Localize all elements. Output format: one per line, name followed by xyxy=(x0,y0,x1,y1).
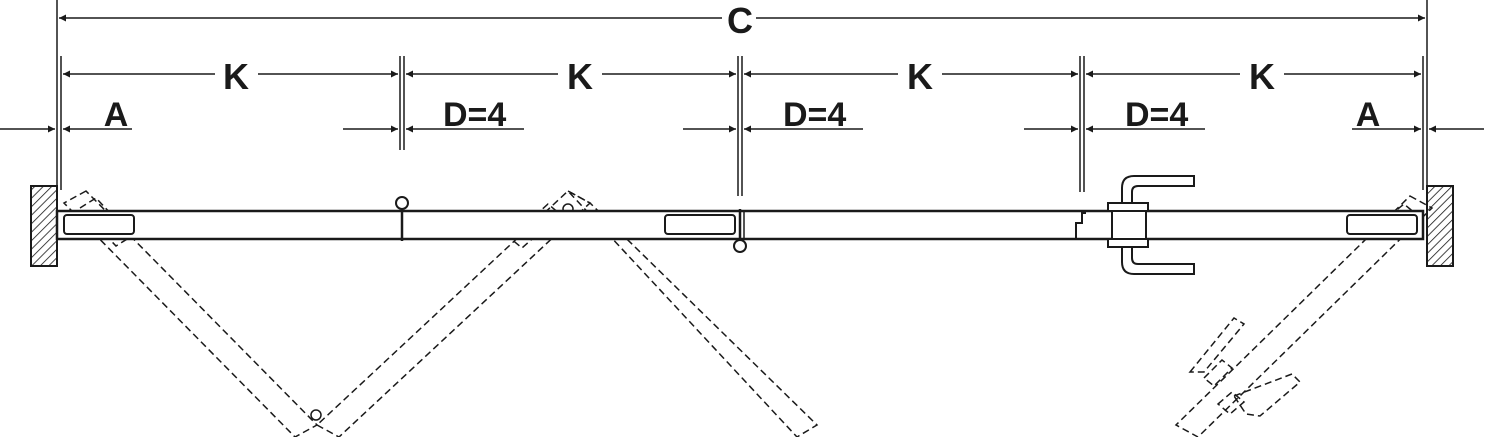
dimension-a-right: A xyxy=(1352,96,1484,134)
dimension-k-4: K xyxy=(1086,56,1421,97)
dimension-k-1: K xyxy=(63,56,398,97)
hinge-pin-top xyxy=(395,196,409,210)
dimension-k-3: K xyxy=(744,56,1078,97)
door-handle xyxy=(1107,175,1195,275)
dimension-k-2: K xyxy=(406,56,736,97)
hinge-pins xyxy=(395,196,747,253)
hinge-pin-bottom xyxy=(733,239,747,253)
label-panel-k-2: K xyxy=(567,56,593,97)
label-gap-d-1: D=4 xyxy=(443,96,506,134)
guide-fittings xyxy=(63,214,1418,235)
label-overall-c: C xyxy=(727,0,753,41)
dimension-d-2: D=4 xyxy=(683,96,863,134)
fitting-right xyxy=(1346,214,1418,235)
left-wall xyxy=(30,185,58,267)
label-panel-k-4: K xyxy=(1249,56,1275,97)
extension-lines xyxy=(56,0,1428,196)
label-panel-k-1: K xyxy=(223,56,249,97)
right-wall xyxy=(1426,185,1454,267)
dimension-a-left: A xyxy=(0,96,132,134)
panel-joints xyxy=(400,209,745,241)
rebate-joint xyxy=(1075,212,1086,239)
label-gap-d-2: D=4 xyxy=(783,96,846,134)
fitting-middle xyxy=(664,214,736,235)
dimension-d-3: D=4 xyxy=(1024,96,1205,134)
fitting-left xyxy=(63,214,135,235)
label-edge-a-right: A xyxy=(1356,96,1381,134)
dimension-c: C xyxy=(59,0,1425,41)
label-edge-a-left: A xyxy=(104,96,129,134)
label-gap-d-3: D=4 xyxy=(1125,96,1188,134)
folded-panels-dashed xyxy=(62,190,1434,437)
dimension-d-1: D=4 xyxy=(343,96,524,134)
fold-hinge-circles-dashed xyxy=(310,203,574,421)
label-panel-k-3: K xyxy=(907,56,933,97)
